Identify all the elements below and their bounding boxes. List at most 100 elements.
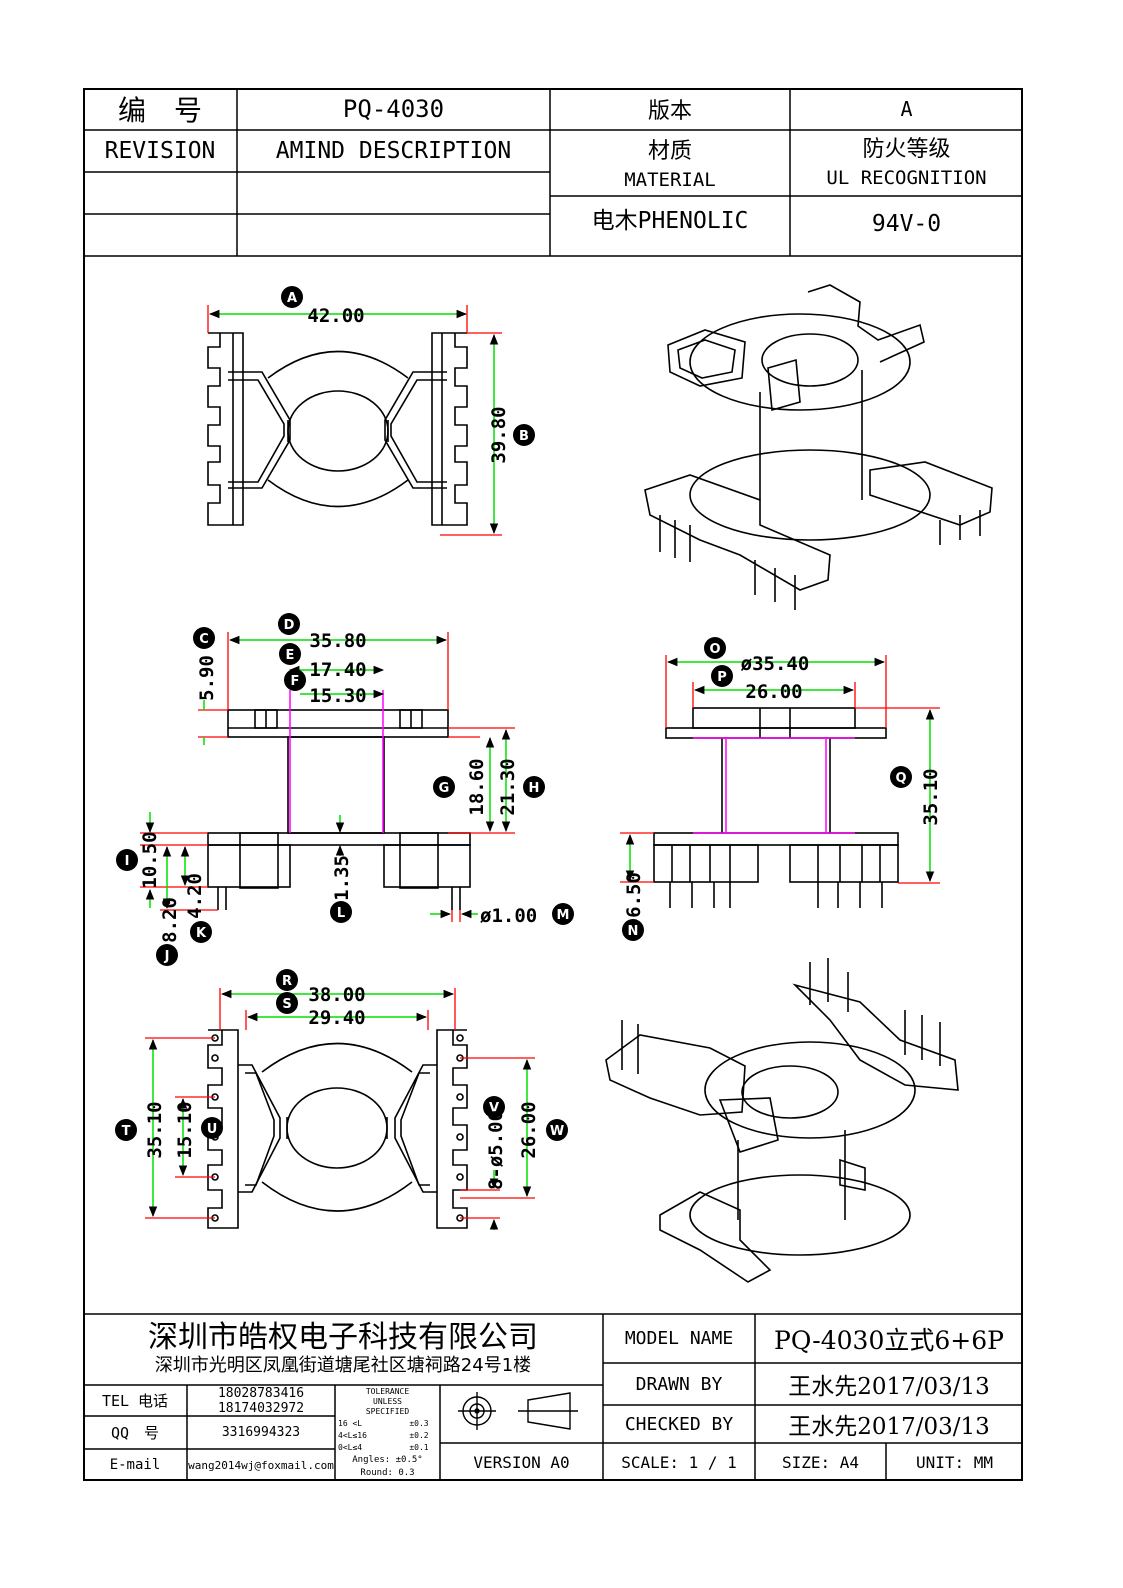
model-name-value: PQ-4030立式6+6P xyxy=(774,1325,1004,1355)
version-a0: VERSION A0 xyxy=(473,1452,570,1472)
dim-m-letter: M xyxy=(557,908,570,923)
dim-b-marker xyxy=(513,424,535,446)
tolerance-value-2: ±0.2 xyxy=(409,1431,429,1440)
dim-j-letter: J xyxy=(164,949,170,964)
dim-h-value: 21.30 xyxy=(497,758,519,815)
dim-e-letter: E xyxy=(286,648,295,663)
amind-description-label: AMIND DESCRIPTION xyxy=(275,138,512,164)
dim-b-value: 39.80 xyxy=(488,406,510,463)
version-label: 版本 xyxy=(647,98,692,123)
dim-s-letter: S xyxy=(282,997,291,1012)
tolerance-angles: Angles: ±0.5° xyxy=(352,1455,423,1465)
dim-i-letter: I xyxy=(125,854,130,869)
tolerance-title-2: UNLESS xyxy=(373,1396,402,1406)
dim-v-letter: V xyxy=(489,1101,499,1116)
dim-l-letter: L xyxy=(337,906,345,921)
dim-n-value: 6.50 xyxy=(623,872,645,918)
dim-p-letter: P xyxy=(717,670,727,685)
dim-u-letter: U xyxy=(207,1122,218,1137)
drawn-by-label: DRAWN BY xyxy=(635,1373,723,1395)
dim-t-letter: T xyxy=(122,1124,131,1139)
tolerance-title-3: SPECIFIED xyxy=(365,1406,410,1416)
side-view xyxy=(653,707,899,908)
dim-i-value: 10.50 xyxy=(139,831,161,888)
dim-a-marker xyxy=(281,286,303,308)
dim-r-letter: R xyxy=(282,974,292,989)
dim-c-letter: C xyxy=(199,632,209,647)
drawn-by-value: 王水先2017/03/13 xyxy=(788,1374,990,1400)
dim-g-letter: G xyxy=(439,781,450,796)
dim-f-letter: F xyxy=(291,674,300,689)
material-label-cn: 材质 xyxy=(647,138,692,163)
checked-by-label: CHECKED BY xyxy=(624,1413,734,1435)
tolerance-range-3: 0<L≤4 xyxy=(338,1443,363,1452)
dim-w-value: 26.00 xyxy=(518,1101,540,1158)
dim-a-letter: A xyxy=(287,291,297,306)
tolerance-range-2: 4<L≤16 xyxy=(338,1431,367,1440)
tel-label: TEL 电话 xyxy=(101,1392,169,1410)
dim-o-letter: O xyxy=(709,642,720,657)
company-address: 深圳市光明区凤凰街道塘尾社区塘祠路24号1楼 xyxy=(154,1355,532,1376)
dim-d-letter: D xyxy=(284,618,295,633)
dim-s-value: 29.40 xyxy=(308,1007,365,1029)
dim-q-letter: Q xyxy=(895,771,906,786)
top-view xyxy=(207,332,468,526)
size-label: SIZE: A4 xyxy=(781,1452,860,1472)
dim-n-letter: N xyxy=(628,924,639,939)
dim-b-letter: B xyxy=(519,429,529,444)
fire-rating-label-en: UL RECOGNITION xyxy=(826,167,987,189)
dim-e-value: 17.40 xyxy=(309,659,366,681)
dim-t-value: 35.10 xyxy=(144,1101,166,1158)
dim-m-value: ø1.00 xyxy=(480,905,537,927)
tolerance-range-1: 16 <L xyxy=(338,1419,363,1428)
tolerance-value-1: ±0.3 xyxy=(409,1419,429,1428)
model-name-label: MODEL NAME xyxy=(624,1328,734,1349)
bianhao-label: 编 号 xyxy=(117,96,202,127)
dim-p-value: 26.00 xyxy=(745,681,802,703)
drawing-frame xyxy=(83,88,1023,1481)
tolerance-round: Round: 0.3 xyxy=(360,1468,415,1478)
dim-d-value: 35.80 xyxy=(309,630,366,652)
dim-j-value: 8.20 xyxy=(159,897,181,943)
dim-k-value: 4.20 xyxy=(184,873,206,919)
bottom-view xyxy=(207,1029,468,1229)
isometric-view-top xyxy=(644,284,993,610)
checked-by-value: 王水先2017/03/13 xyxy=(788,1414,990,1440)
company-name: 深圳市皓权电子科技有限公司 xyxy=(148,1320,538,1355)
tel-1: 18028783416 xyxy=(217,1385,305,1401)
tolerance-title-1: TOLERANCE xyxy=(365,1386,410,1396)
tel-2: 18174032972 xyxy=(217,1400,305,1416)
dim-v-value: 8-ø5.00 xyxy=(485,1110,507,1190)
email-value[interactable]: wang2014wj@foxmail.com xyxy=(188,1458,334,1472)
part-number: PQ-4030 xyxy=(342,95,445,123)
version-value: A xyxy=(900,97,913,121)
revision-label: REVISION xyxy=(104,138,216,164)
dim-r-value: 38.00 xyxy=(308,984,365,1006)
isometric-view-bottom xyxy=(605,958,959,1283)
dim-q-value: 35.10 xyxy=(920,768,942,825)
dim-g-value: 18.60 xyxy=(466,758,488,815)
dim-h-letter: H xyxy=(529,781,540,796)
dim-o-value: ø35.40 xyxy=(741,653,810,675)
fire-rating-label-cn: 防火等级 xyxy=(862,136,951,161)
dim-u-value: 15.10 xyxy=(174,1101,196,1158)
dim-w-letter: W xyxy=(550,1124,564,1139)
email-label: E-mail xyxy=(109,1457,161,1473)
dim-k-letter: K xyxy=(196,926,207,941)
material-label-en: MATERIAL xyxy=(624,169,716,191)
dim-f-value: 15.30 xyxy=(309,685,366,707)
tolerance-value-3: ±0.1 xyxy=(409,1443,429,1452)
material-value: 电木PHENOLIC xyxy=(591,208,749,234)
dim-c-value: 5.90 xyxy=(196,655,218,701)
dim-a-value: 42.00 xyxy=(307,305,364,327)
fire-rating-value: 94V-0 xyxy=(871,211,942,237)
scale-label: SCALE: 1 / 1 xyxy=(621,1452,737,1472)
qq-label: QQ 号 xyxy=(110,1424,160,1442)
qq-value: 3316994323 xyxy=(221,1425,301,1440)
dim-l-value: 1.35 xyxy=(331,855,353,901)
unit-label: UNIT: MM xyxy=(915,1452,994,1472)
